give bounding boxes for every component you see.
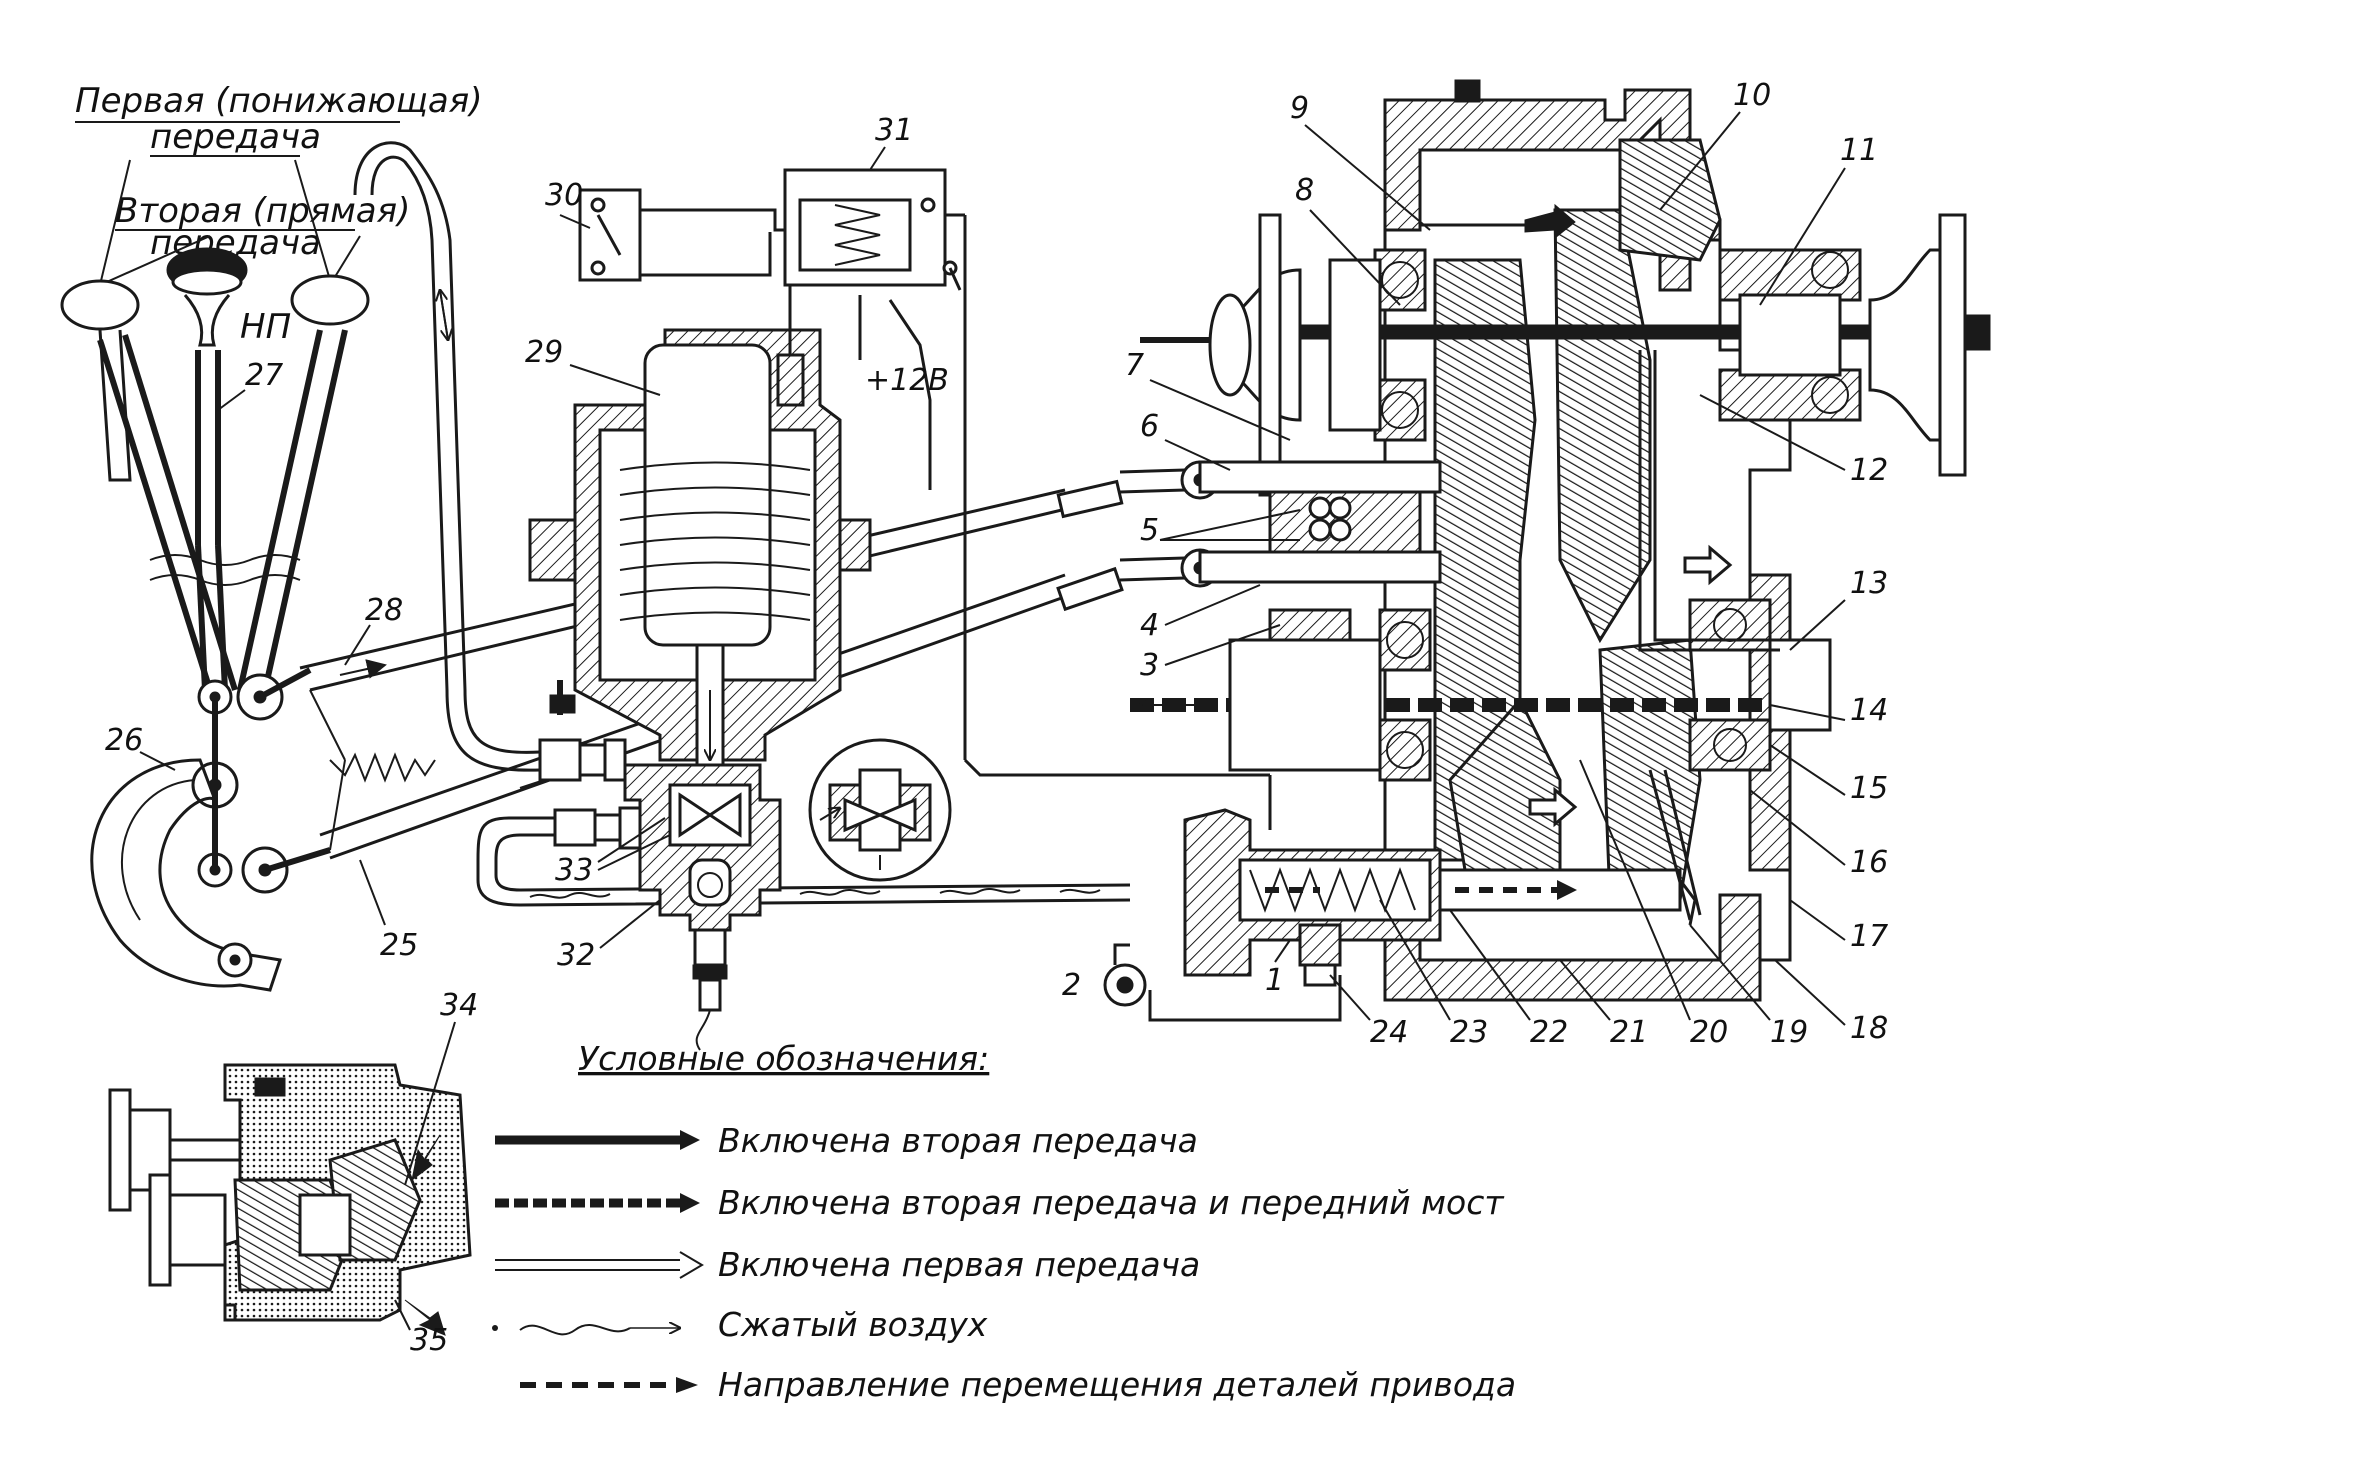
callout-12: 12 bbox=[1850, 453, 1888, 488]
callouts: 1 2 3 4 5 6 7 8 9 10 11 12 13 14 15 16 1… bbox=[1062, 78, 1888, 1050]
callout-24: 24 bbox=[1370, 1015, 1408, 1050]
callout-27: 27 bbox=[245, 358, 283, 393]
callout-26: 26 bbox=[105, 723, 143, 758]
first-gear-label-line1: Первая (понижающая) bbox=[75, 81, 483, 121]
electrical-circuit: 30 31 +12В bbox=[545, 113, 1270, 777]
legend-item-movement-direction: Направление перемещения деталей привода bbox=[718, 1365, 1516, 1404]
callout-13: 13 bbox=[1850, 566, 1888, 601]
callout-4: 4 bbox=[1140, 608, 1159, 643]
callout-1: 1 bbox=[1265, 963, 1284, 998]
transfer-case bbox=[1103, 79, 1991, 1022]
callout-11: 11 bbox=[1840, 133, 1878, 168]
callout-16: 16 bbox=[1850, 845, 1888, 880]
legend-item-second-gear-front-axle: Включена вторая передача и передний мост bbox=[718, 1183, 1505, 1222]
callout-2: 2 bbox=[1062, 968, 1081, 1003]
callout-15: 15 bbox=[1850, 771, 1888, 806]
callout-35: 35 bbox=[410, 1323, 448, 1358]
neutral-label: НП bbox=[240, 307, 291, 347]
callout-30: 30 bbox=[545, 178, 583, 213]
callout-20: 20 bbox=[1690, 1015, 1728, 1050]
air-pipe bbox=[353, 141, 1131, 907]
callout-5: 5 bbox=[1140, 513, 1159, 548]
first-gear-label-line2: передача bbox=[150, 117, 321, 157]
pneumatic-chamber: 29 bbox=[525, 225, 872, 777]
shift-lever-assembly: 27 26 bbox=[60, 247, 436, 992]
valve-body: 32 33 bbox=[555, 763, 782, 1051]
callout-22: 22 bbox=[1530, 1015, 1568, 1050]
legend-item-second-gear: Включена вторая передача bbox=[718, 1121, 1198, 1160]
callout-25: 25 bbox=[380, 928, 418, 963]
callout-17: 17 bbox=[1850, 919, 1888, 954]
callout-29: 29 bbox=[525, 335, 563, 370]
callout-8: 8 bbox=[1295, 173, 1314, 208]
callout-19: 19 bbox=[1770, 1015, 1808, 1050]
callout-7: 7 bbox=[1125, 348, 1144, 383]
callout-31: 31 bbox=[875, 113, 913, 148]
legend-item-first-gear: Включена первая передача bbox=[718, 1245, 1200, 1284]
second-gear-label-line1: Вторая (прямая) bbox=[115, 191, 410, 231]
callout-6: 6 bbox=[1140, 409, 1159, 444]
legend-item-compressed-air: Сжатый воздух bbox=[718, 1305, 988, 1344]
callout-33: 33 bbox=[555, 853, 593, 888]
callout-14: 14 bbox=[1850, 693, 1888, 728]
callout-34: 34 bbox=[440, 988, 478, 1023]
callout-9: 9 bbox=[1290, 91, 1309, 126]
callout-18: 18 bbox=[1850, 1011, 1888, 1046]
callout-21: 21 bbox=[1610, 1015, 1648, 1050]
voltage-label: +12В bbox=[865, 363, 949, 398]
callout-32: 32 bbox=[557, 938, 595, 973]
legend-title: Условные обозначения: bbox=[578, 1039, 989, 1078]
callout-10: 10 bbox=[1733, 78, 1771, 113]
callout-3: 3 bbox=[1140, 648, 1159, 683]
legend: Условные обозначения: Включена вторая пе… bbox=[492, 1039, 1516, 1404]
callout-28: 28 bbox=[365, 593, 403, 628]
callout-23: 23 bbox=[1450, 1015, 1488, 1050]
valve-detail-view bbox=[808, 738, 952, 882]
inset-view: 34 35 bbox=[108, 988, 478, 1358]
